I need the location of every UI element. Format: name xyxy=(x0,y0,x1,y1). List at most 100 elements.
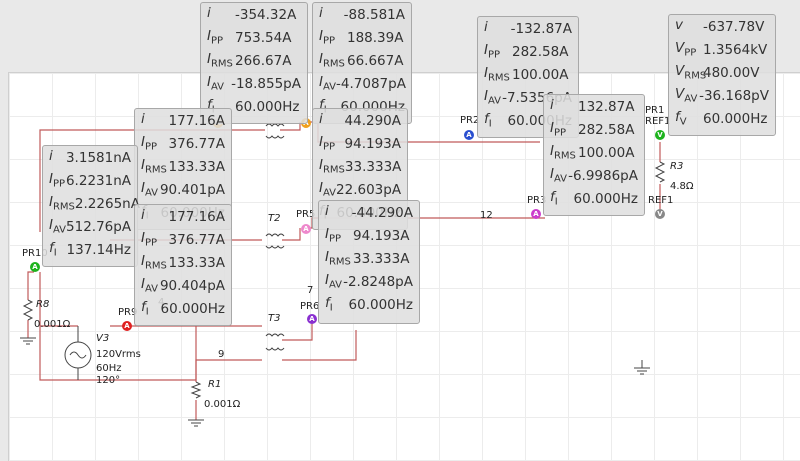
readout-quantity: VAV xyxy=(675,86,699,105)
readout-subscript: PP xyxy=(322,35,336,47)
readout-quantity: fI xyxy=(550,189,574,208)
readout-quantity: IPP xyxy=(319,134,345,153)
readout-quantity: IAV xyxy=(319,180,336,199)
readout-subscript: AV xyxy=(322,187,337,199)
readout-quantity: i xyxy=(319,111,345,130)
readout-quantity: fI xyxy=(49,240,67,259)
readout-symbol: i xyxy=(550,97,554,114)
readout-quantity: IRMS xyxy=(207,51,235,70)
readout-symbol: f xyxy=(207,97,212,114)
readout-value: -18.855pA xyxy=(231,75,301,92)
readout-quantity: IPP xyxy=(550,120,578,139)
probe-pr2[interactable]: A xyxy=(464,130,474,140)
readout-subscript: AV xyxy=(684,93,698,105)
readout-symbol: I xyxy=(319,28,323,45)
probe-ref1[interactable]: V xyxy=(655,209,665,219)
readout-symbol: f xyxy=(675,109,680,126)
readout-subscript: PP xyxy=(210,35,224,47)
readout-quantity: i xyxy=(484,19,511,38)
readout-symbol: I xyxy=(484,88,488,105)
readout-quantity: IPP xyxy=(141,134,169,153)
probe-pr6[interactable]: A xyxy=(307,314,317,324)
readout-subscript: RMS xyxy=(322,58,345,70)
readout-row: i-44.290A xyxy=(325,201,413,224)
readout-value: 177.16A xyxy=(168,112,225,129)
readout-quantity: i xyxy=(49,148,66,167)
r8-value: 0.001Ω xyxy=(34,319,71,330)
readout-symbol: v xyxy=(675,17,683,34)
readout-symbol: f xyxy=(325,295,330,312)
v3-phase: 120° xyxy=(96,375,121,386)
readout-symbol: I xyxy=(550,143,554,160)
readout-symbol: I xyxy=(207,28,211,45)
readout-subscript: I xyxy=(53,247,57,259)
readout-subscript: I xyxy=(329,302,333,314)
readout-value: 6.2231nA xyxy=(65,172,131,189)
readout-value: 480.00V xyxy=(703,64,760,81)
readout-value: 2.2265nA xyxy=(74,195,140,212)
probe-pr1[interactable]: V xyxy=(655,130,665,140)
readout-quantity: IAV xyxy=(319,74,336,93)
readout-row: i-132.87A xyxy=(484,17,572,40)
readout-symbol: I xyxy=(319,157,323,174)
readout-quantity: IRMS xyxy=(325,249,353,268)
readout-value: 22.603pA xyxy=(336,181,402,198)
readout-subscript: PP xyxy=(144,237,158,249)
r1-value: 0.001Ω xyxy=(204,399,241,410)
readout-symbol: i xyxy=(207,5,211,22)
readout-value: -36.168pV xyxy=(699,87,769,104)
readout-symbol: I xyxy=(319,74,323,91)
pr5-label: PR5 xyxy=(296,209,316,220)
readout-quantity: IPP xyxy=(325,226,353,245)
readout-subscript: PP xyxy=(322,141,336,153)
readout-subscript: PP xyxy=(553,127,567,139)
probe-pr5[interactable]: A xyxy=(301,224,311,234)
readout-value: 137.14Hz xyxy=(66,241,131,258)
readout-symbol: f xyxy=(484,111,489,128)
readout-subscript: AV xyxy=(144,283,159,295)
readout-quantity: IAV xyxy=(141,276,160,295)
readout-subscript: I xyxy=(488,118,492,130)
probe-pr3[interactable]: A xyxy=(531,209,541,219)
readout-symbol: I xyxy=(325,272,329,289)
readout-quantity: IRMS xyxy=(141,253,169,272)
readout-symbol: I xyxy=(550,120,554,137)
readout-quantity: IAV xyxy=(141,180,160,199)
readout-subscript: RMS xyxy=(487,72,510,84)
readout-quantity: i xyxy=(141,207,169,226)
readout-quantity: v xyxy=(675,17,703,36)
readout-value: 3.1581nA xyxy=(65,149,131,166)
pr2-label: PR2 xyxy=(460,115,480,126)
t2-name: T2 xyxy=(268,213,281,224)
probe-pr10[interactable]: A xyxy=(30,262,40,272)
readout-symbol: I xyxy=(325,249,329,266)
node-7: 7 xyxy=(307,285,314,296)
readout-value: 266.67A xyxy=(235,52,292,69)
readout-value: 90.401pA xyxy=(159,181,225,198)
probe-pr9[interactable]: A xyxy=(122,321,132,331)
readout-quantity: IRMS xyxy=(484,65,512,84)
readout-subscript: AV xyxy=(553,173,568,185)
readout-subscript: I xyxy=(554,196,558,208)
node-12: 12 xyxy=(480,210,493,221)
readout-symbol: I xyxy=(49,171,53,188)
readout-value: 94.193A xyxy=(353,227,410,244)
readout-quantity: IRMS xyxy=(319,157,345,176)
